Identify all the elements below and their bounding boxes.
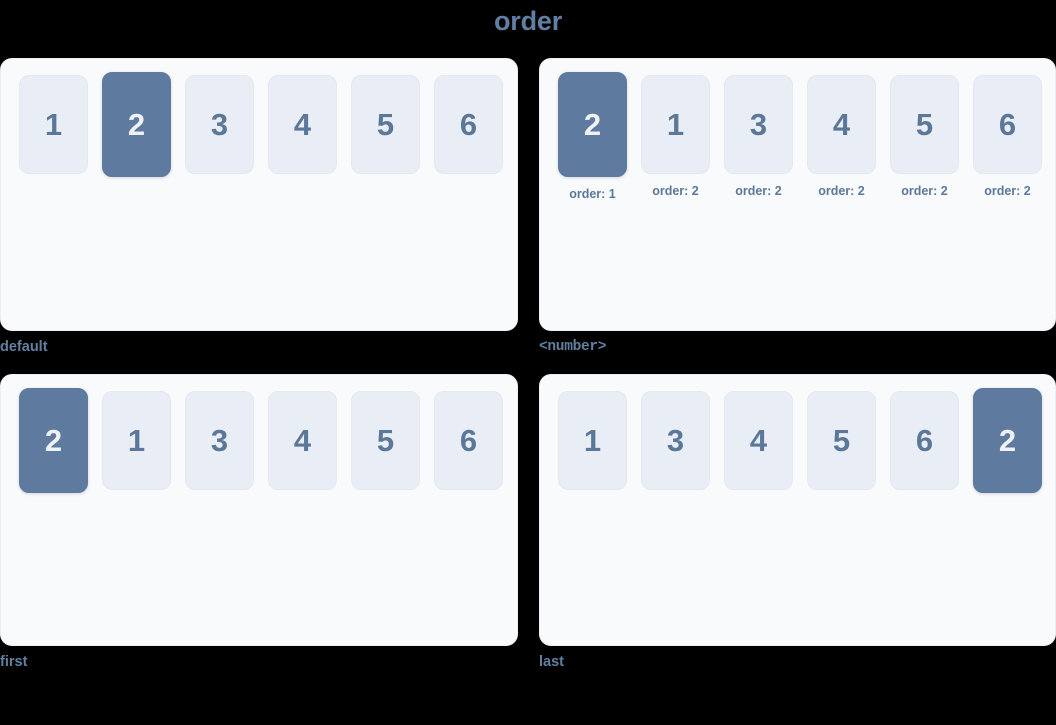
tile-item: 1 [558, 391, 627, 499]
tile-item: 3 [641, 391, 710, 499]
page-title: order [493, 6, 563, 36]
tile[interactable]: 4 [268, 75, 337, 174]
tile-item: 3 order: 2 [724, 75, 793, 199]
tile-item: 3 [185, 75, 254, 183]
example-caption: last [539, 654, 564, 670]
example-panel: 1 3 4 5 6 [539, 374, 1056, 646]
example-panel: 2 order: 1 1 order: 2 3 order: 2 4 order… [539, 58, 1056, 331]
example-first: 2 1 3 4 5 [0, 374, 518, 672]
tile-item: 5 [351, 391, 420, 499]
tile[interactable]: 5 [351, 75, 420, 174]
tile-item: 4 [268, 391, 337, 499]
example-panel: 1 2 3 4 5 [0, 58, 518, 331]
tile[interactable]: 5 [807, 391, 876, 490]
tile-item: 2 [102, 72, 171, 186]
tile-item: 6 [434, 391, 503, 499]
tile-order-label: order: 2 [735, 184, 782, 198]
tile-order-label: order: 2 [901, 184, 948, 198]
tile-row: 1 2 3 4 5 [1, 72, 517, 186]
tile-highlighted[interactable]: 2 [102, 72, 171, 177]
tile[interactable]: 1 [19, 75, 88, 174]
tile[interactable]: 6 [973, 75, 1042, 174]
tile[interactable]: 4 [268, 391, 337, 490]
example-caption: first [0, 654, 28, 670]
tile[interactable]: 3 [641, 391, 710, 490]
tile-item: 3 [185, 391, 254, 499]
tile-order-label: order: 2 [984, 184, 1031, 198]
tile[interactable]: 6 [434, 391, 503, 490]
examples-grid: 1 2 3 4 5 [0, 58, 1056, 678]
example-caption: <number> [539, 339, 607, 355]
tile-item: 4 [268, 75, 337, 183]
tile[interactable]: 6 [890, 391, 959, 490]
tile-item: 6 order: 2 [973, 75, 1042, 199]
tile-order-label: order: 1 [569, 187, 616, 201]
example-caption: default [0, 339, 48, 355]
example-default: 1 2 3 4 5 [0, 58, 518, 357]
tile-item: 1 [102, 391, 171, 499]
tile[interactable]: 1 [641, 75, 710, 174]
tile[interactable]: 4 [807, 75, 876, 174]
tile-item: 6 [890, 391, 959, 499]
tile[interactable]: 4 [724, 391, 793, 490]
tile[interactable]: 1 [102, 391, 171, 490]
tile-highlighted[interactable]: 2 [558, 72, 627, 177]
example-number: 2 order: 1 1 order: 2 3 order: 2 4 order… [539, 58, 1056, 357]
tile-row: 2 order: 1 1 order: 2 3 order: 2 4 order… [540, 72, 1055, 202]
tile[interactable]: 6 [434, 75, 503, 174]
tile-highlighted[interactable]: 2 [973, 388, 1042, 493]
example-panel: 2 1 3 4 5 [0, 374, 518, 646]
tile-row: 1 3 4 5 6 [540, 388, 1055, 502]
tile-order-label: order: 2 [818, 184, 865, 198]
tile-item: 4 [724, 391, 793, 499]
tile-item: 2 order: 1 [558, 72, 627, 202]
tile-item: 1 order: 2 [641, 75, 710, 199]
tile[interactable]: 3 [185, 75, 254, 174]
tile-order-label: order: 2 [652, 184, 699, 198]
tile-row: 2 1 3 4 5 [1, 388, 517, 502]
tile-item: 5 [351, 75, 420, 183]
tile-item: 4 order: 2 [807, 75, 876, 199]
tile-item: 5 order: 2 [890, 75, 959, 199]
tile[interactable]: 3 [724, 75, 793, 174]
tile[interactable]: 1 [558, 391, 627, 490]
tile-item: 2 [19, 388, 88, 502]
tile[interactable]: 5 [890, 75, 959, 174]
tile-item: 6 [434, 75, 503, 183]
tile-item: 2 [973, 388, 1042, 502]
example-last: 1 3 4 5 6 [539, 374, 1056, 672]
tile-item: 1 [19, 75, 88, 183]
tile-highlighted[interactable]: 2 [19, 388, 88, 493]
tile[interactable]: 3 [185, 391, 254, 490]
tile-item: 5 [807, 391, 876, 499]
tile[interactable]: 5 [351, 391, 420, 490]
